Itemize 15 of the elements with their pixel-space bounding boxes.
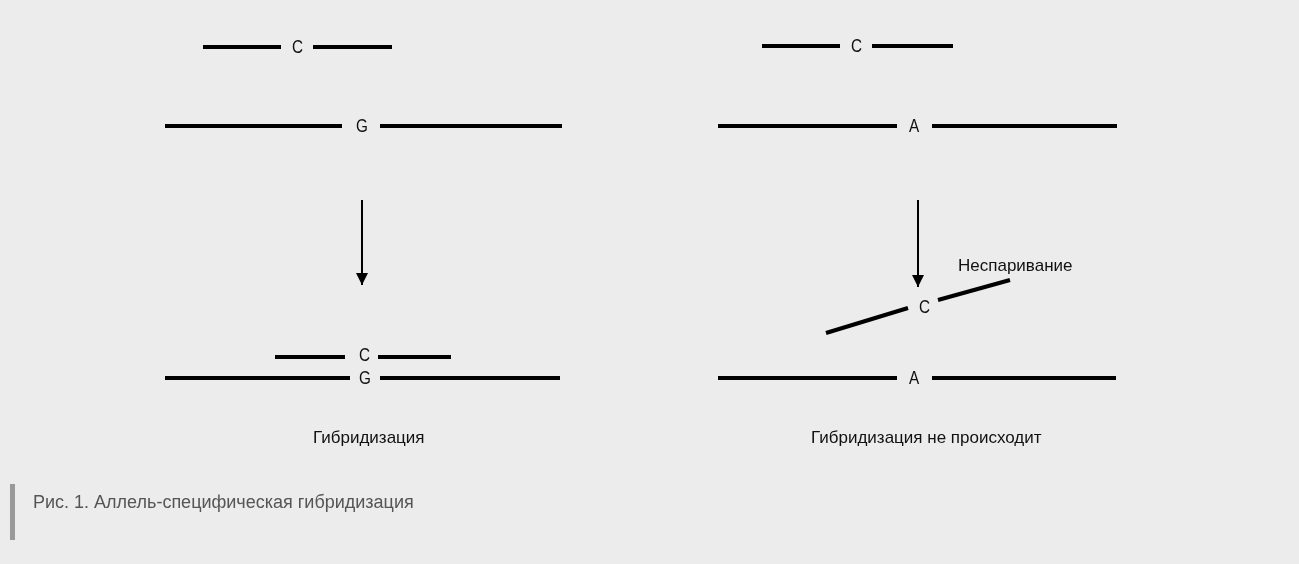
base-letter: A [908,368,920,388]
base-letter: G [359,368,371,388]
arrow [912,199,924,288]
dna-strand [826,278,1011,335]
base-letter: C [292,37,303,57]
figure-caption: Рис. 1. Аллель-специфическая гибридизация [33,492,414,513]
base-letter: C [850,36,863,56]
base-letter: C [918,297,931,317]
base-letter: G [356,116,368,136]
result-caption: Гибридизация не происходит [811,428,1042,448]
result-caption: Гибридизация [313,428,425,448]
base-letter: A [908,116,920,136]
mismatch-note: Неспаривание [958,256,1073,276]
base-letter: C [359,345,370,365]
arrow [356,199,368,286]
